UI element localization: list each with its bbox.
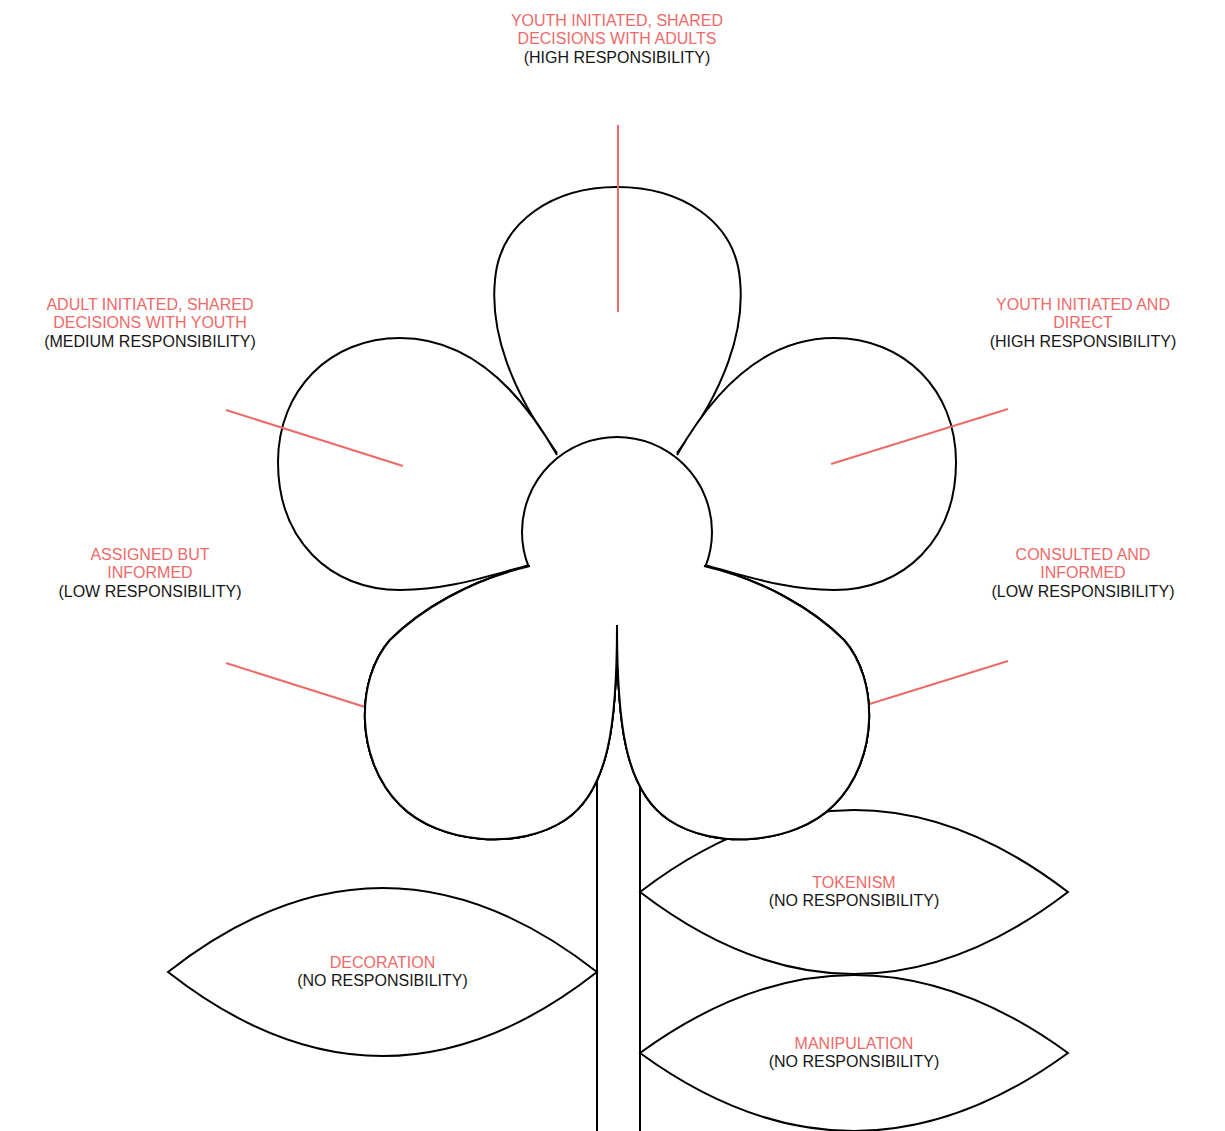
stem-line (639, 770, 641, 1131)
petal (365, 566, 617, 839)
petal-label: CONSULTED AND INFORMED (1013, 546, 1153, 583)
petal (617, 566, 869, 839)
petal (365, 566, 617, 839)
petal-label: ASSIGNED BUT INFORMED (80, 546, 220, 583)
leader-line (226, 410, 403, 466)
petal (617, 566, 869, 839)
label-group: YOUTH INITIATED AND DIRECT(HIGH RESPONSI… (943, 296, 1223, 351)
leaf-title: TOKENISM (812, 874, 895, 892)
leader-line (617, 125, 619, 312)
responsibility-level: (LOW RESPONSIBILITY) (943, 583, 1223, 601)
label-group: CONSULTED AND INFORMED(LOW RESPONSIBILIT… (943, 546, 1223, 601)
label-group: ASSIGNED BUT INFORMED(LOW RESPONSIBILITY… (10, 546, 290, 601)
petal-label: ADULT INITIATED, SHARED DECISIONS WITH Y… (19, 296, 281, 333)
petal-label: YOUTH INITIATED AND DIRECT (993, 296, 1173, 333)
responsibility-level: (MEDIUM RESPONSIBILITY) (10, 333, 290, 351)
petal-label: YOUTH INITIATED, SHARED DECISIONS WITH A… (486, 12, 748, 49)
petal (365, 566, 617, 839)
label-group: YOUTH INITIATED, SHARED DECISIONS WITH A… (477, 12, 757, 67)
leaf-title: DECORATION (330, 954, 435, 972)
leaf-outline (168, 888, 597, 1056)
petal (365, 566, 617, 839)
leaf-note: (NO RESPONSIBILITY) (769, 892, 940, 910)
responsibility-level: (LOW RESPONSIBILITY) (10, 583, 290, 601)
petal (677, 338, 956, 590)
leaf-title: MANIPULATION (795, 1035, 914, 1053)
leaf-outline (640, 975, 1068, 1131)
leaf-node: DECORATION(NO RESPONSIBILITY) (168, 888, 597, 1056)
label-group: ADULT INITIATED, SHARED DECISIONS WITH Y… (10, 296, 290, 351)
leaf-note: (NO RESPONSIBILITY) (769, 1053, 940, 1071)
responsibility-level: (HIGH RESPONSIBILITY) (943, 333, 1223, 351)
responsibility-level: (HIGH RESPONSIBILITY) (477, 49, 757, 67)
leader-line (831, 409, 1008, 464)
petal (278, 338, 557, 590)
leaf-node: MANIPULATION(NO RESPONSIBILITY) (640, 975, 1068, 1131)
petal (617, 566, 869, 839)
petal (617, 566, 869, 839)
stem-line (596, 770, 598, 1131)
leaf-note: (NO RESPONSIBILITY) (297, 972, 468, 990)
